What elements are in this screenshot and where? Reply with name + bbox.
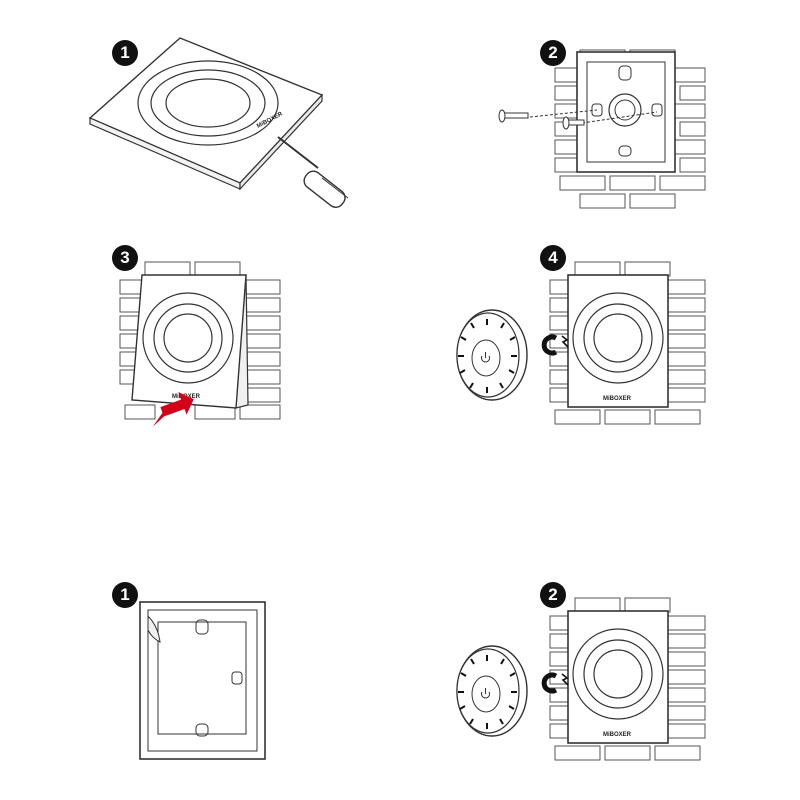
step-badge-3: 3 <box>112 245 138 271</box>
step-3-illustration: MiBOXER <box>119 261 281 427</box>
power-icon <box>481 352 490 363</box>
step-badge-4: 4 <box>540 245 566 271</box>
screwdriver-icon <box>277 136 349 208</box>
step-badge-1b: 1 <box>112 582 138 608</box>
brand-label-step2b: MiBOXER <box>603 732 632 738</box>
step-4-illustration: MiBOXER <box>456 261 706 425</box>
arrow-up-icon <box>152 392 194 427</box>
magnet-icon <box>541 672 569 694</box>
step-2-illustration <box>498 49 706 209</box>
power-icon <box>481 688 490 699</box>
magnet-icon <box>541 334 569 356</box>
step-1-illustration: MiBOXER <box>88 37 349 208</box>
brand-label-step4: MiBOXER <box>603 396 632 402</box>
step-badge-2b: 2 <box>540 582 566 608</box>
step-1b-illustration <box>139 601 266 760</box>
step-badge-2: 2 <box>540 40 566 66</box>
step-badge-1: 1 <box>112 40 138 66</box>
step-2b-illustration: MiBOXER <box>456 597 706 761</box>
screw-icon <box>498 109 658 130</box>
